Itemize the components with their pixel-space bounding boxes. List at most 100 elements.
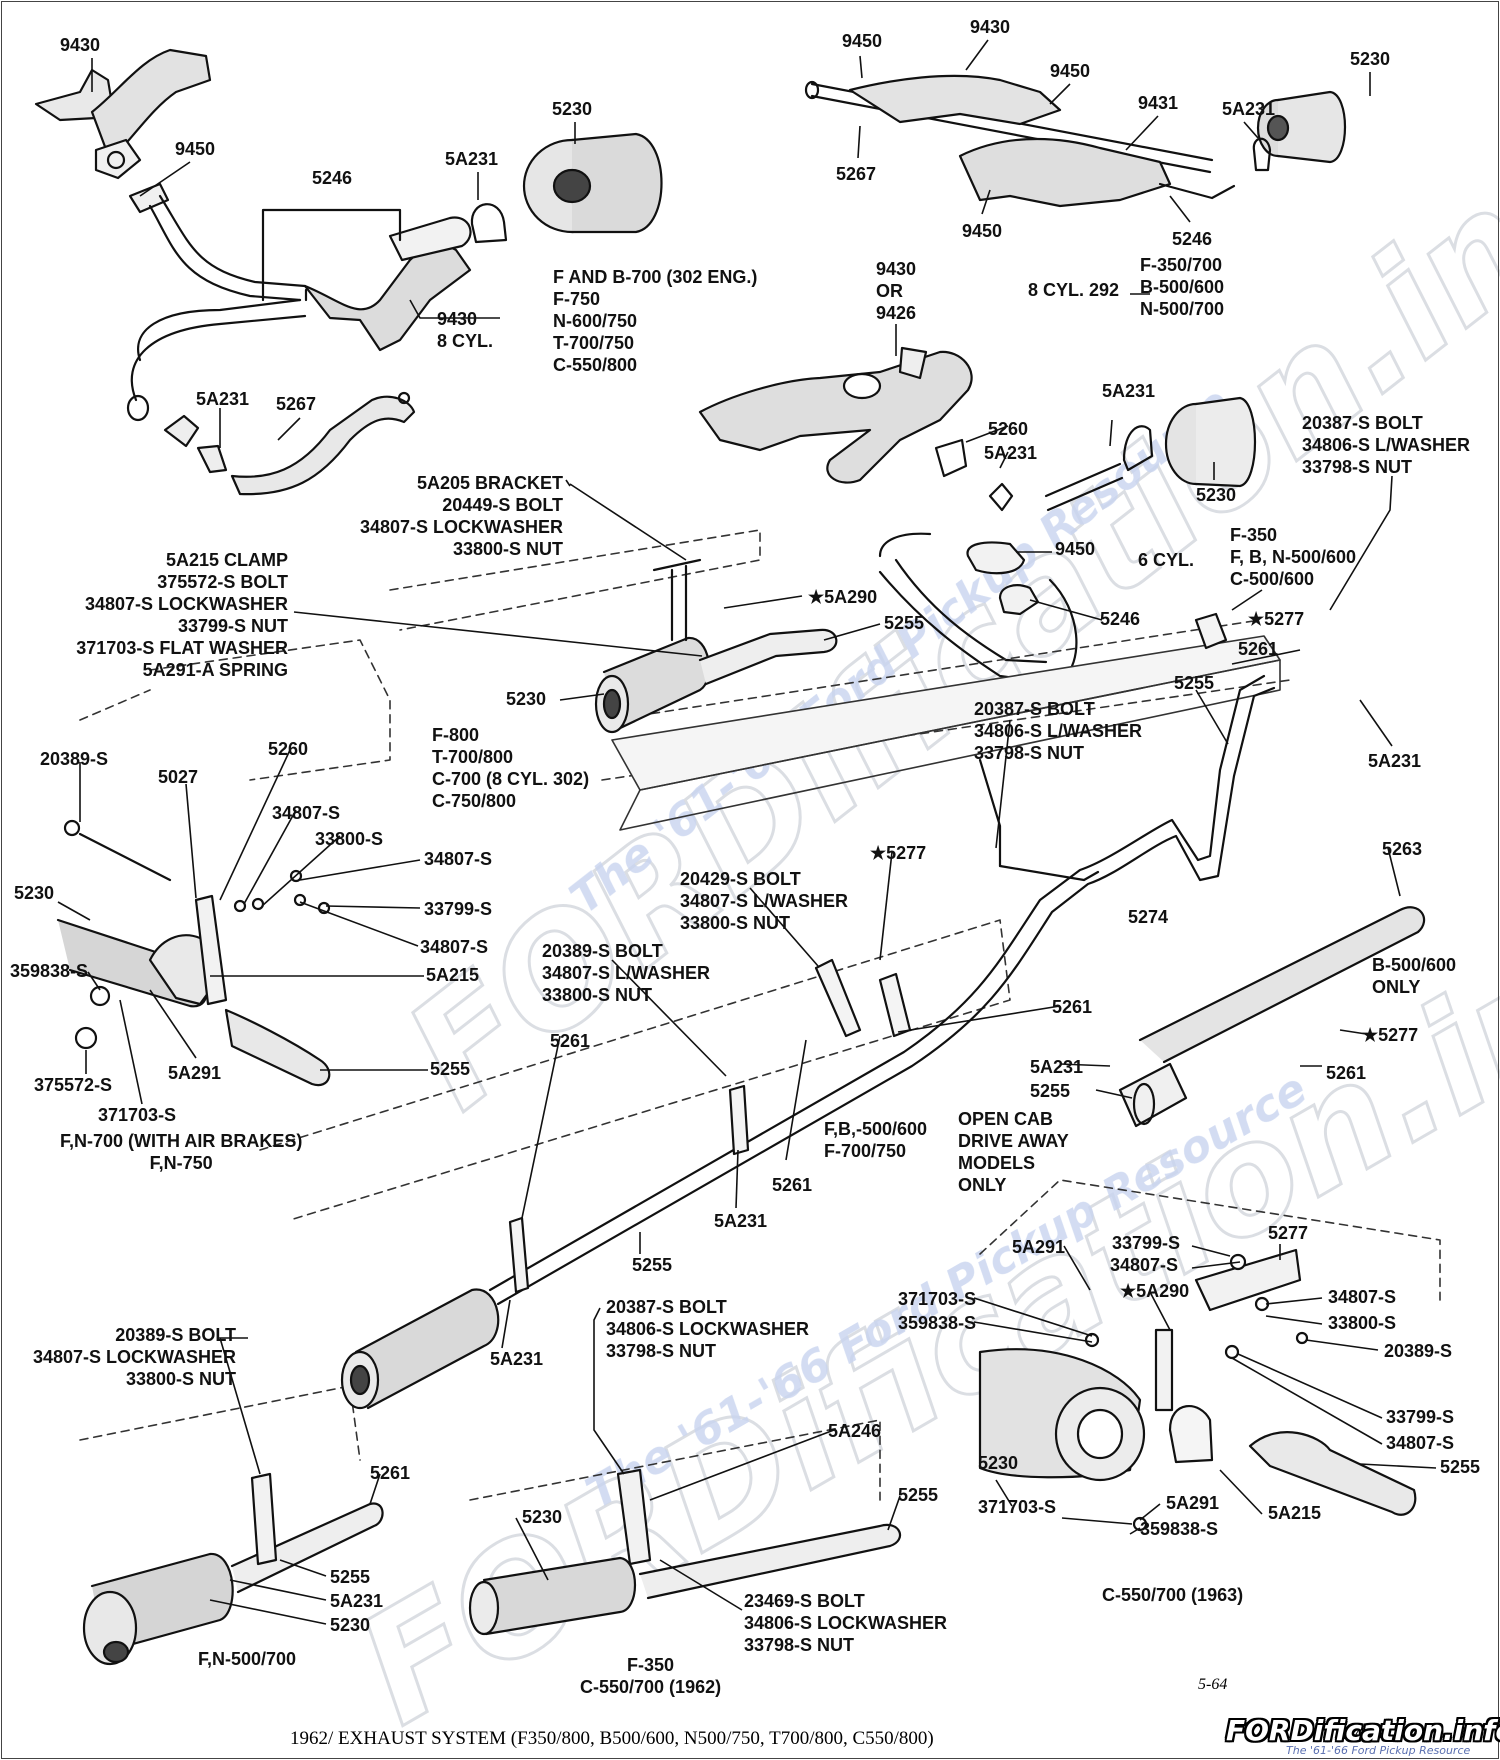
callout-l12: 9450 [1050,61,1091,81]
callout-l64: ★5277 [1362,1025,1419,1045]
manifold-9430-upper-left [34,48,212,180]
callout-l28: 6 CYL. [1138,550,1195,570]
callout-l35: 5A205 BRACKET 20449-S BOLT 34807-S LOCKW… [360,473,564,559]
callout-l73: 5A231 [714,1211,768,1231]
callout-l65: 5261 [1052,997,1093,1017]
callout-l4: 5A231 [445,149,499,169]
callout-l23: 5A231 [1102,381,1156,401]
callout-l61: 5274 [1128,907,1169,927]
callout-l26: 20387-S BOLT 34806-S L/WASHER 33798-S NU… [1302,413,1471,477]
tailpipe-5255-long [488,674,1276,1306]
callout-l80: 34807-S [1328,1287,1397,1307]
callout-l49: 34807-S [420,937,489,957]
page-number: 5-64 [1198,1676,1228,1693]
callout-l31: ★5277 [1248,609,1305,629]
callout-l101: 5A231 [330,1591,384,1611]
manifold-9430-8cyl [303,216,472,352]
callout-l63: B-500/600 ONLY [1372,955,1457,997]
callout-l69: 5261 [1326,1063,1367,1083]
callout-l3: 5246 [312,168,353,188]
callout-l25: 5230 [1196,485,1237,505]
muffler-5230-lower-center [340,1288,500,1410]
muffler-5230-f350 [468,1468,902,1636]
callout-l30: 5246 [1100,609,1141,629]
callout-l106: F-350 C-550/700 (1962) [580,1655,722,1697]
callout-l57: F,N-700 (WITH AIR BRAKES) F,N-750 [60,1131,303,1173]
callout-l99: 5230 [522,1507,563,1527]
callout-l86: 20389-S BOLT 34807-S LOCKWASHER 33800-S … [32,1325,236,1389]
callout-l42: 20389-S [40,749,109,769]
callout-l11: 9430 [970,17,1011,37]
callout-l8: 5A231 [196,389,250,409]
callout-l94: 5255 [1440,1457,1481,1477]
callout-l51: 5230 [14,883,55,903]
callout-l100: 5255 [330,1567,371,1587]
callout-l70: F,B,-500/600 F-700/750 [824,1119,928,1161]
callout-l44: 5027 [158,767,199,787]
callout-l40: F-800 T-700/800 C-700 (8 CYL. 302) C-750… [432,725,590,811]
callout-l5: 5230 [552,99,593,119]
callout-l91: 5261 [370,1463,411,1483]
callout-l78: 5277 [1268,1223,1309,1243]
callout-l14: 5A231 [1222,99,1276,119]
muffler-5230-upper-left [522,132,663,234]
callout-l41: 20387-S BOLT 34806-S L/WASHER 33798-S NU… [974,699,1143,763]
manifold-9430-9426-6cyl [698,346,973,484]
callout-l27: F-350 F, B, N-500/600 C-500/600 [1230,525,1357,589]
callout-l98: 359838-S [1140,1519,1219,1539]
callout-l21: 9430 OR 9426 [876,259,917,323]
callout-l37: 5255 [884,613,925,633]
muffler-5230-f800 [594,558,838,734]
callout-l1: 9430 [60,35,101,55]
callout-l20: 8 CYL. 292 [1028,280,1120,300]
callout-l75: 5A291 [1012,1237,1066,1257]
callout-l84: 20389-S [1384,1341,1453,1361]
callout-l83: 33800-S [1328,1313,1397,1333]
callout-l89: 34807-S [1386,1433,1455,1453]
callout-l103: C-550/700 (1963) [1102,1585,1244,1605]
callout-l66: 5261 [550,1031,591,1051]
callout-l85: 20387-S BOLT 34806-S LOCKWASHER 33798-S … [606,1297,810,1361]
logo-tagline: The '61-'66 Ford Pickup Resource [1286,1744,1471,1757]
callout-l79: ★5A290 [1120,1281,1190,1301]
callout-l67: 5A231 [1030,1057,1084,1077]
callout-l72: 5261 [772,1175,813,1195]
callout-l53: 5A291 [168,1063,222,1083]
callout-l76: 33799-S [1112,1233,1181,1253]
callout-l39: 5230 [506,689,547,709]
callout-l93: 5230 [978,1453,1019,1473]
pipe-5263-b500 [1118,906,1426,1128]
callout-l46: 33800-S [315,829,384,849]
callout-l38: 5A215 CLAMP 375572-S BOLT 34807-S LOCKWA… [76,550,288,680]
callout-l59: 20429-S BOLT 34807-S L/WASHER 33800-S NU… [680,869,849,933]
callout-l32: 5261 [1238,639,1279,659]
callout-l71: OPEN CAB DRIVE AWAY MODELS ONLY [958,1109,1069,1195]
callout-l60: 20389-S BOLT 34807-S L/WASHER 33800-S NU… [542,941,711,1005]
callout-l92: 5255 [898,1485,939,1505]
callout-l55: 375572-S [34,1075,113,1095]
callout-l29: 9450 [1055,539,1096,559]
callout-l33: 5255 [1174,673,1215,693]
callout-l6: F AND B-700 (302 ENG.) F-750 N-600/750 T… [553,267,758,375]
callout-l90: 5A246 [828,1421,882,1441]
callout-l34: 5A231 [1368,751,1422,771]
callout-l105: F,N-500/700 [198,1649,297,1669]
callout-l22: 5260 [988,419,1029,439]
clamp-5a231-upper-left [470,203,508,244]
callout-l45: 34807-S [272,803,341,823]
callout-l15: 5230 [1350,49,1391,69]
callout-l97: 371703-S [978,1497,1057,1517]
callout-l95: 5A291 [1166,1493,1220,1513]
callout-l43: 5260 [268,739,309,759]
callout-l81: 371703-S [898,1289,977,1309]
callout-l96: 5A215 [1268,1503,1322,1523]
callout-l56: 371703-S [98,1105,177,1125]
callout-l48: 33799-S [424,899,493,919]
callout-l88: 33799-S [1386,1407,1455,1427]
callout-l74: 5255 [632,1255,673,1275]
callout-l18: 5246 [1172,229,1213,249]
callout-l68: 5255 [1030,1081,1071,1101]
fordification-logo: FORDification.info [1226,1714,1500,1747]
